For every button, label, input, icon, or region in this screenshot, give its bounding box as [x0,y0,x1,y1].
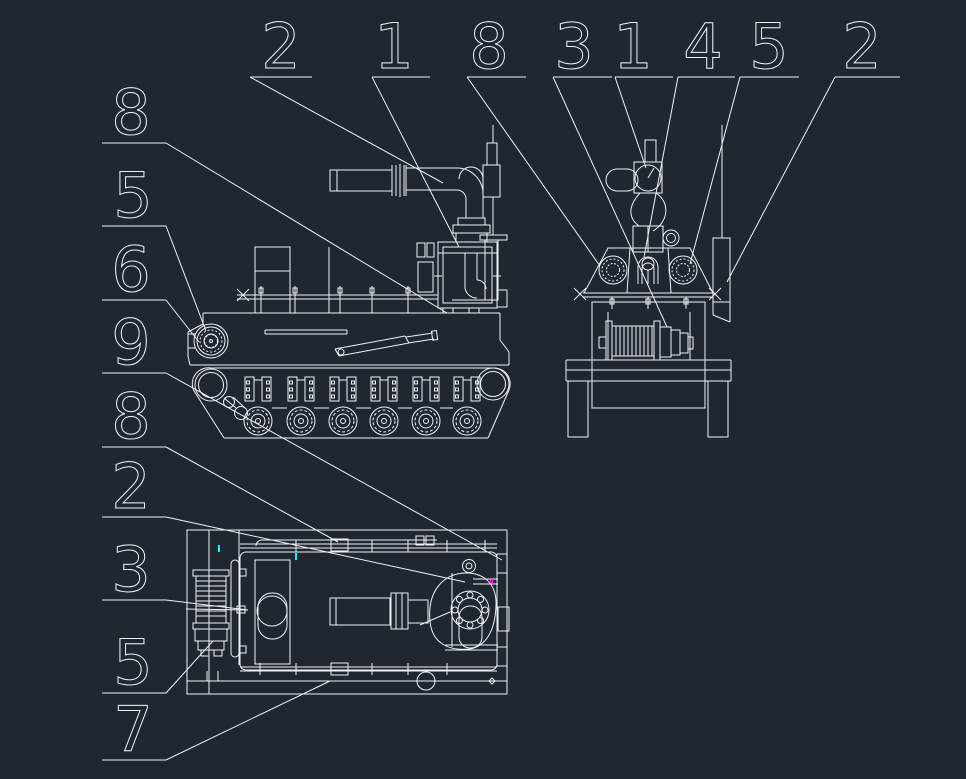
monitor-nozzle-assembly-side [329,164,491,243]
left-lamp-front [598,255,628,285]
grip-cyan-1[interactable] [218,545,220,552]
deck-railing-side [236,285,438,314]
callout-digit: 3 [554,10,593,83]
view-side-elevation[interactable] [187,125,511,439]
equipment-box-top [254,559,291,665]
part-callout-5-9[interactable]: 5 [102,159,207,332]
hose-reel-front [598,320,694,361]
callout-digit: 1 [374,10,413,83]
callout-digit: 2 [261,10,300,83]
part-callout-3-14[interactable]: 3 [102,533,249,611]
part-callout-9-11[interactable]: 9 [102,306,503,561]
part-callout-1-4[interactable]: 1 [613,10,673,169]
outline-top [186,529,508,695]
part-callout-7-16[interactable]: 7 [102,680,331,767]
callout-leader-line [165,299,200,343]
deck-railing-front [573,287,722,309]
drive-sprocket-side [193,323,229,359]
antenna-mast-side [479,125,508,301]
callout-digit: 2 [842,10,881,83]
grip-cyan-2[interactable] [295,553,297,560]
callout-digit: 5 [113,626,152,699]
callout-digit: 8 [111,76,150,149]
callout-leader-line [165,516,466,583]
callout-digit: 6 [111,233,150,306]
part-callout-2-7[interactable]: 2 [726,10,900,283]
top-rails [240,535,497,552]
part-callout-5-15[interactable]: 5 [102,626,214,700]
winch-top [185,569,249,657]
callout-digit: 4 [683,10,722,83]
callout-leader-line [165,599,249,611]
part-callout-2-0[interactable]: 2 [249,10,444,184]
callout-digit: 8 [469,10,508,83]
callout-digit: 2 [111,450,150,523]
callout-leader-line [165,680,331,761]
track-stand-front [565,359,732,438]
monitor-barrel-top [329,592,429,630]
callout-leader-line [371,76,460,248]
callout-leader-line [614,76,647,169]
right-lamp-front [668,255,698,285]
part-callout-6-10[interactable]: 6 [102,233,200,343]
pump-box-side [416,241,508,314]
callout-leader-line [165,225,207,332]
callout-leader-line [165,446,339,543]
part-callout-8-12[interactable]: 8 [102,380,339,543]
part-callout-5-6[interactable]: 5 [689,10,799,265]
callout-digit: 1 [613,10,652,83]
callout-leader-line [249,76,444,184]
callout-leader-line [466,76,601,267]
bottom-rails [240,662,497,691]
part-callout-2-13[interactable]: 2 [102,450,466,583]
side-tabs-top [496,553,510,667]
track-assembly-side [191,367,511,439]
view-top-plan[interactable] [185,529,510,695]
callout-digit: 7 [113,693,152,766]
callout-digit: 5 [113,159,152,232]
part-callout-1-1[interactable]: 1 [371,10,460,248]
callout-leader-line [165,142,448,314]
callout-digit: 5 [749,10,788,83]
part-callout-3-3[interactable]: 3 [552,10,668,328]
hull-side [187,312,510,366]
part-callout-8-8[interactable]: 8 [102,76,448,314]
view-front-elevation[interactable] [565,125,732,438]
callout-leader-line [165,372,503,561]
part-callout-8-2[interactable]: 8 [466,10,601,267]
deck-box-side [254,246,330,314]
selection-grips [218,545,493,583]
callout-leader-line [165,640,214,694]
part-callout-4-5[interactable]: 4 [643,10,735,258]
monitor-swivel-top [419,559,498,651]
antenna-front [712,125,731,323]
callout-leader-line [643,76,679,258]
grip-magenta-1[interactable] [490,580,493,583]
callout-digit: 8 [111,380,150,453]
callout-digit: 9 [111,306,150,379]
callout-leader-line [726,76,836,283]
callout-digit: 3 [111,533,150,606]
hull-front [591,301,706,409]
callout-leader-line [689,76,741,265]
callout-leader-line [552,76,668,328]
